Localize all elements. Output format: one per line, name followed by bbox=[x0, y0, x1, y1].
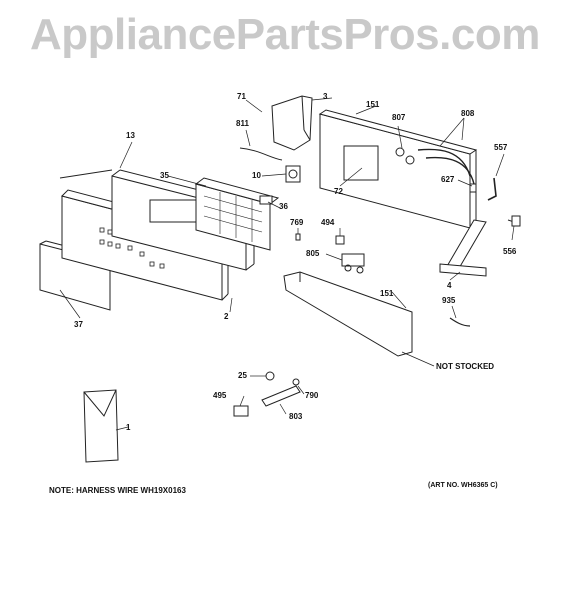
callout-36: 36 bbox=[279, 202, 288, 211]
part-627-shape bbox=[469, 183, 477, 193]
callout-935: 935 bbox=[442, 296, 456, 305]
part-769-shape bbox=[295, 233, 301, 241]
callout-4: 4 bbox=[447, 281, 452, 290]
callout-13: 13 bbox=[126, 131, 135, 140]
part-36-shape bbox=[259, 195, 273, 205]
part-811-shape bbox=[239, 147, 283, 161]
callout-71: 71 bbox=[237, 92, 246, 101]
part-805-shape bbox=[341, 253, 365, 274]
callout-805: 805 bbox=[306, 249, 320, 258]
watermark: AppliancePartsPros.com bbox=[30, 10, 540, 59]
part-803-shape bbox=[261, 385, 301, 407]
part-72-shape bbox=[318, 109, 478, 229]
callout-151-top: 151 bbox=[366, 100, 380, 109]
part-35-shape bbox=[194, 177, 280, 251]
not-stocked-label: NOT STOCKED bbox=[436, 362, 495, 371]
part-4-shape bbox=[439, 219, 487, 277]
part-494-shape bbox=[335, 235, 345, 245]
callout-151-mid: 151 bbox=[380, 289, 394, 298]
callout-807: 807 bbox=[392, 113, 406, 122]
part-495-shape bbox=[233, 405, 249, 417]
leader-lines bbox=[59, 97, 515, 431]
callout-803: 803 bbox=[289, 412, 303, 421]
part-1-shape bbox=[83, 389, 119, 463]
callout-769: 769 bbox=[290, 218, 304, 227]
callout-35: 35 bbox=[160, 171, 169, 180]
part-935-shape bbox=[449, 317, 471, 327]
callout-25: 25 bbox=[238, 371, 247, 380]
art-number: (ART NO. WH6365 C) bbox=[428, 482, 498, 489]
callout-72: 72 bbox=[334, 187, 343, 196]
callout-1: 1 bbox=[126, 423, 131, 432]
callout-2: 2 bbox=[224, 312, 229, 321]
callout-10: 10 bbox=[252, 171, 261, 180]
callout-494: 494 bbox=[321, 218, 335, 227]
part-790-shape bbox=[292, 378, 300, 386]
callout-790: 790 bbox=[305, 391, 319, 400]
callout-3: 3 bbox=[323, 92, 328, 101]
part-807-shape bbox=[395, 147, 415, 165]
callout-37: 37 bbox=[74, 320, 83, 329]
callout-811: 811 bbox=[236, 119, 249, 128]
callout-557: 557 bbox=[494, 143, 508, 152]
part-25-shape bbox=[265, 371, 275, 381]
part-557-shape bbox=[487, 177, 497, 201]
part-10-shape bbox=[285, 165, 301, 183]
callout-556: 556 bbox=[503, 247, 517, 256]
base-plate-shape bbox=[283, 271, 413, 357]
callout-495: 495 bbox=[213, 391, 227, 400]
callout-627: 627 bbox=[441, 175, 455, 184]
part-3-shape bbox=[271, 95, 313, 151]
part-808-shape bbox=[417, 148, 475, 185]
callout-808: 808 bbox=[461, 109, 475, 118]
part-556-shape bbox=[507, 215, 521, 227]
harness-note: NOTE: HARNESS WIRE WH19X0163 bbox=[49, 486, 186, 495]
